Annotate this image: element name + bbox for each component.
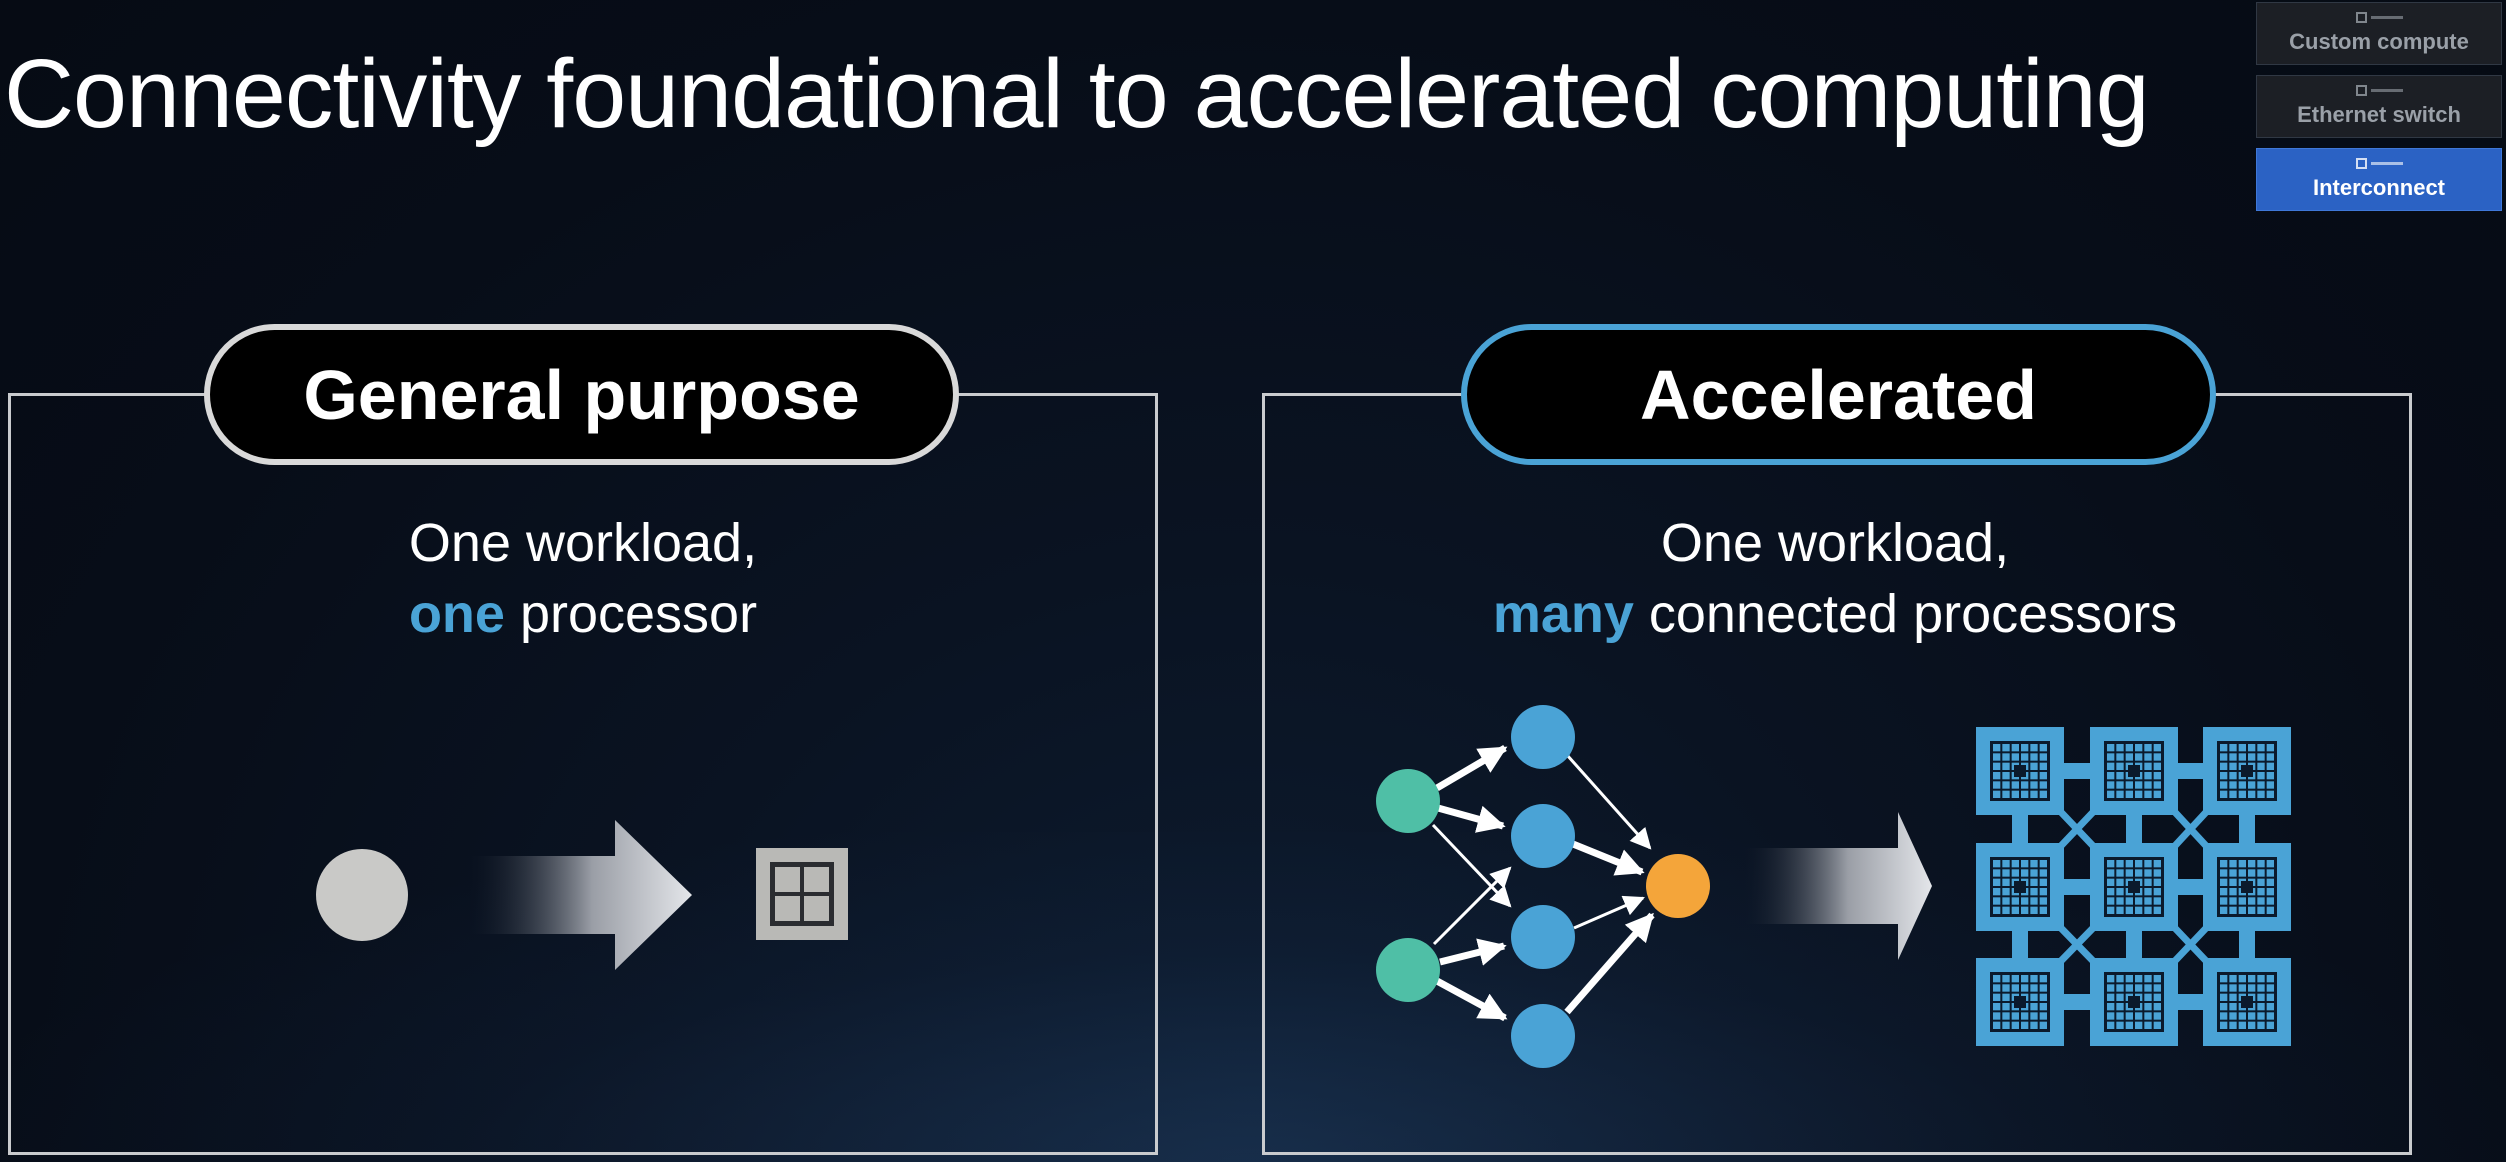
fabric-link (2239, 931, 2255, 958)
fabric-link (2012, 815, 2028, 843)
general-purpose-subtitle: One workload, one processor (208, 508, 958, 650)
nav-label: Ethernet switch (2297, 102, 2461, 127)
subtitle-line-2: many connected processors (1295, 579, 2375, 650)
accelerated-subtitle: One workload, many connected processors (1295, 508, 2375, 650)
emphasis-word: many (1492, 584, 1634, 644)
hidden-node-icon (1511, 705, 1575, 769)
accelerated-heading: Accelerated (1461, 324, 2216, 465)
flow-arrow-icon (470, 820, 692, 970)
brand-logo-icon (2355, 158, 2403, 169)
processor-chip-icon (2090, 958, 2178, 1046)
processor-chip-icon (2090, 843, 2178, 931)
nav-interconnect[interactable]: Interconnect (2256, 148, 2502, 211)
fabric-link (2055, 806, 2099, 852)
processor-chip-icon (2203, 958, 2291, 1046)
fabric-link (2169, 806, 2212, 852)
subtitle-rest: connected processors (1633, 584, 2178, 644)
general-purpose-heading: General purpose (204, 324, 959, 465)
processor-fabric (1976, 727, 2291, 1046)
processor-chip-icon (1976, 727, 2064, 815)
fabric-link (2169, 922, 2212, 967)
fabric-link (2239, 815, 2255, 843)
input-node-icon (1376, 938, 1440, 1002)
nav-ethernet-switch[interactable]: Ethernet switch (2256, 75, 2502, 138)
processor-chip-icon (2090, 727, 2178, 815)
hidden-node-icon (1511, 1004, 1575, 1068)
section-nav: Custom compute Ethernet switch Interconn… (2256, 2, 2504, 221)
nav-label: Custom compute (2289, 29, 2469, 54)
subtitle-line-2: one processor (208, 579, 958, 650)
fabric-link (2178, 879, 2203, 895)
slide-title: Connectivity foundational to accelerated… (4, 39, 2150, 148)
brand-logo-icon (2355, 85, 2403, 96)
fabric-link (2064, 879, 2090, 895)
fabric-link (2064, 994, 2090, 1010)
fabric-link (2126, 815, 2142, 843)
subtitle-line-1: One workload, (408, 513, 758, 573)
hidden-node-icon (1511, 905, 1575, 969)
input-node-icon (1376, 769, 1440, 833)
processor-chip-icon (2203, 727, 2291, 815)
hidden-node-icon (1511, 804, 1575, 868)
fabric-link (2012, 931, 2028, 958)
nav-label: Interconnect (2312, 175, 2446, 200)
processor-chip-icon (1976, 958, 2064, 1046)
emphasis-word: one (408, 584, 505, 644)
workload-circle-icon (316, 849, 408, 941)
subtitle-rest: processor (504, 584, 758, 644)
fabric-link (2064, 763, 2090, 779)
fabric-link (2055, 922, 2099, 967)
network-edges (1431, 744, 1655, 1022)
processor-chip-icon (2203, 843, 2291, 931)
output-node-icon (1646, 854, 1710, 918)
nav-custom-compute[interactable]: Custom compute (2256, 2, 2502, 65)
processor-chip-icon (756, 848, 848, 940)
flow-arrow-icon (1745, 812, 1932, 960)
fabric-link (2178, 763, 2203, 779)
subtitle-line-1: One workload, (1660, 513, 2010, 573)
fabric-link (2178, 994, 2203, 1010)
brand-logo-icon (2355, 12, 2403, 23)
fabric-link (2126, 931, 2142, 958)
processor-chip-icon (1976, 843, 2064, 931)
